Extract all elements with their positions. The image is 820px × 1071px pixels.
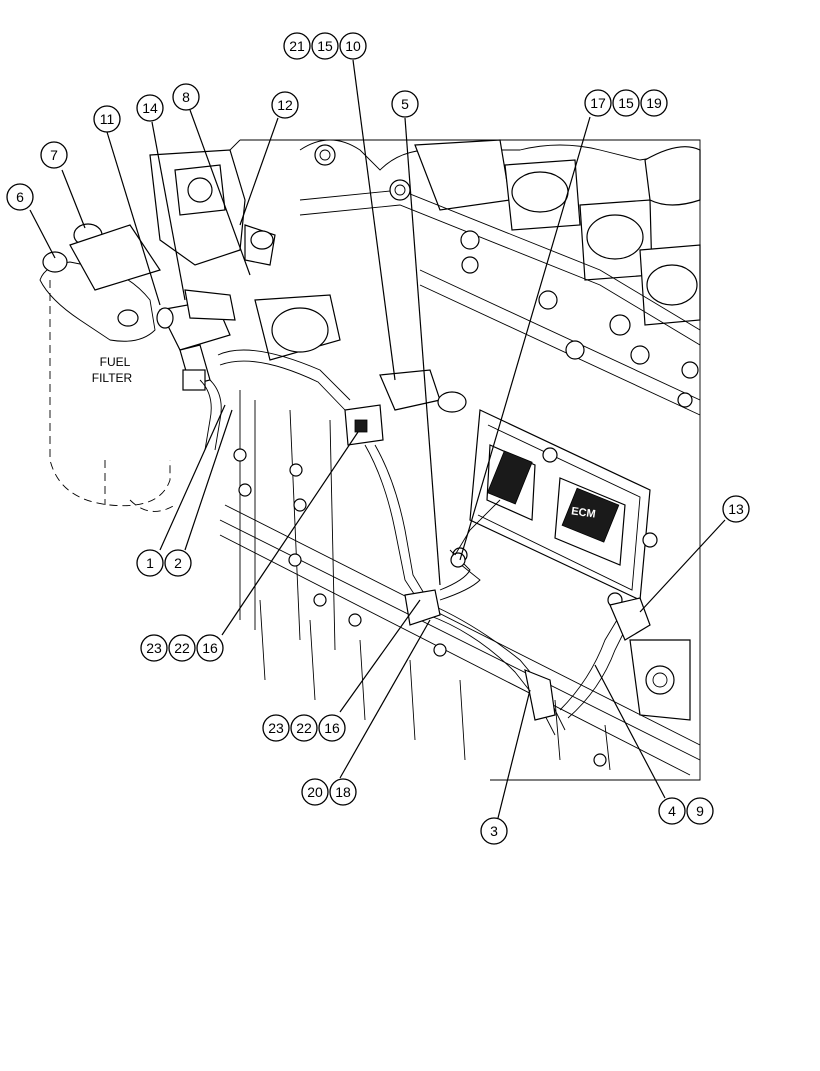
svg-text:18: 18 [335,784,351,800]
svg-text:7: 7 [50,147,58,163]
engine-block [219,139,701,781]
svg-text:4: 4 [668,803,676,819]
svg-text:19: 19 [646,95,662,111]
callout-23-a: 23 [140,634,168,662]
callout-8: 8 [172,83,200,111]
callout-bubbles: 6 7 11 14 8 12 21 15 10 5 17 15 19 13 1 … [6,32,750,845]
callout-9: 9 [686,797,714,825]
callout-15-right: 15 [612,89,640,117]
ecm-label: ECM [570,505,596,520]
svg-text:6: 6 [16,189,24,205]
ecm-module: ECM [452,409,658,608]
svg-text:22: 22 [296,720,312,736]
svg-text:21: 21 [289,38,305,54]
svg-text:16: 16 [202,640,218,656]
svg-text:17: 17 [590,95,606,111]
svg-text:5: 5 [401,96,409,112]
callout-13: 13 [722,495,750,523]
svg-text:9: 9 [696,803,704,819]
callout-19: 19 [640,89,668,117]
svg-text:20: 20 [307,784,323,800]
callout-2: 2 [164,549,192,577]
callout-4: 4 [658,797,686,825]
fuel-filter: FUEL FILTER [39,223,176,512]
svg-text:3: 3 [490,823,498,839]
svg-text:2: 2 [174,555,182,571]
callout-5: 5 [391,90,419,118]
callout-16-b: 16 [318,714,346,742]
svg-text:11: 11 [100,111,115,127]
callout-3: 3 [480,817,508,845]
callout-10: 10 [339,32,367,60]
callout-22-b: 22 [290,714,318,742]
callout-16-a: 16 [196,634,224,662]
callout-11: 11 [93,105,121,133]
svg-text:10: 10 [345,38,361,54]
svg-text:13: 13 [728,501,744,517]
svg-text:23: 23 [146,640,162,656]
leader-lines [29,59,726,819]
svg-text:23: 23 [268,720,284,736]
callout-14: 14 [136,94,164,122]
svg-text:12: 12 [277,97,293,113]
svg-text:15: 15 [618,95,634,111]
callout-1: 1 [136,549,164,577]
callout-12: 12 [271,91,299,119]
fuel-filter-label-line1: FUEL [100,355,131,369]
callout-15-top: 15 [311,32,339,60]
callout-21: 21 [283,32,311,60]
callout-18: 18 [329,778,357,806]
svg-text:8: 8 [182,89,190,105]
callout-17: 17 [584,89,612,117]
svg-text:14: 14 [142,100,158,116]
callout-6: 6 [6,183,34,211]
fuel-lines [199,349,651,736]
callout-20: 20 [301,778,329,806]
callout-23-b: 23 [262,714,290,742]
svg-text:1: 1 [146,555,154,571]
callout-7: 7 [40,141,68,169]
fuel-filter-label-line2: FILTER [92,371,133,385]
svg-text:22: 22 [174,640,190,656]
callout-22-a: 22 [168,634,196,662]
svg-text:16: 16 [324,720,340,736]
svg-text:15: 15 [317,38,333,54]
